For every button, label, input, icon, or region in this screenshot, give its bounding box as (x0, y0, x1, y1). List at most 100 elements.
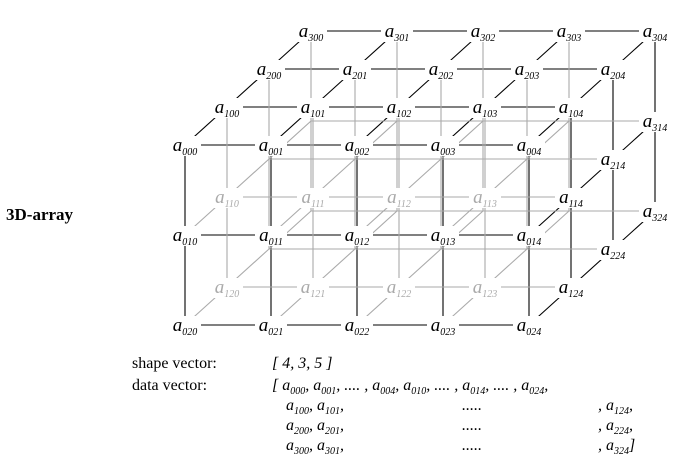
array-ref-a001: a (313, 377, 322, 394)
label-bg (297, 188, 329, 208)
label-bg (383, 278, 415, 298)
data-vector-row-3: , a324] (598, 437, 636, 457)
label-bg (341, 316, 373, 336)
label-bg (555, 278, 587, 298)
array-element-a122: a122 (387, 277, 412, 300)
array-ref-a201: a (317, 417, 325, 434)
array-element-a112: a112 (387, 187, 411, 210)
label-bg (469, 188, 501, 208)
label-bg (513, 136, 545, 156)
label-bg (211, 98, 243, 118)
data-vector-row-1: ..... (462, 397, 482, 414)
label-bg (511, 60, 543, 80)
label-bg (381, 22, 413, 42)
array-element-a010: a010 (173, 225, 198, 248)
array-element-a203: a203 (515, 59, 540, 82)
array-element-a121: a121 (301, 277, 326, 300)
label-bg (169, 316, 201, 336)
array-element-a004: a004 (517, 135, 542, 158)
array-element-a103: a103 (473, 97, 498, 120)
label-bg (597, 240, 629, 260)
label-bg (555, 98, 587, 118)
data-vector-row-0: [ a000, a001, .... , a004, a010, .... , … (272, 377, 549, 397)
array-element-a202: a202 (429, 59, 454, 82)
array-element-a110: a110 (215, 187, 239, 210)
array-ref-a200: a (286, 417, 294, 434)
array-element-a302: a302 (471, 21, 496, 44)
array-ref-a224: a (606, 417, 614, 434)
data-vector-row-1: , a124, (598, 397, 633, 417)
array-ref-a024: a (521, 377, 530, 394)
label-bg (255, 226, 287, 246)
label-bg (427, 136, 459, 156)
array-ref-a100: a (286, 397, 294, 414)
array-ref-a301: a (317, 437, 325, 454)
array-ref-a324: a (606, 437, 614, 454)
array-element-a102: a102 (387, 97, 412, 120)
array-element-a012: a012 (345, 225, 370, 248)
label-bg (597, 150, 629, 170)
label-bg (469, 98, 501, 118)
array-element-a214: a214 (601, 149, 626, 172)
array-element-a303: a303 (557, 21, 582, 44)
label-bg (467, 22, 499, 42)
shape-vector-label: shape vector: (132, 355, 217, 372)
array-element-a224: a224 (601, 239, 626, 262)
label-bg (211, 188, 243, 208)
label-bg (341, 226, 373, 246)
data-vector-row-2: , a224, (598, 417, 633, 437)
label-bg (297, 98, 329, 118)
label-bg (297, 278, 329, 298)
data-vector-row-3: a300, a301, (286, 437, 344, 457)
array-element-a021: a021 (259, 315, 284, 338)
array-ref-a014: a (462, 377, 471, 394)
array-element-a324: a324 (643, 201, 668, 224)
label-bg (597, 60, 629, 80)
label-bg (169, 226, 201, 246)
array-element-a120: a120 (215, 277, 240, 300)
label-bg (383, 98, 415, 118)
array-element-a204: a204 (601, 59, 626, 82)
array-ref-a101: a (317, 397, 325, 414)
array-element-a002: a002 (345, 135, 370, 158)
label-bg (639, 202, 671, 222)
array-element-a111: a111 (301, 187, 324, 210)
array-element-a304: a304 (643, 21, 668, 44)
label-bg (513, 226, 545, 246)
data-vector-row-2: a200, a201, (286, 417, 344, 437)
label-bg (639, 112, 671, 132)
label-bg (339, 60, 371, 80)
array-element-a022: a022 (345, 315, 370, 338)
label-bg (469, 278, 501, 298)
array-element-a013: a013 (431, 225, 456, 248)
array-element-a104: a104 (559, 97, 584, 120)
array-element-a100: a100 (215, 97, 240, 120)
array-element-a113: a113 (473, 187, 497, 210)
array-element-a201: a201 (343, 59, 368, 82)
label-bg (555, 188, 587, 208)
label-bg (425, 60, 457, 80)
array-ref-a000: a (282, 377, 291, 394)
data-vector-row-1: a100, a101, (286, 397, 344, 417)
label-bg (341, 136, 373, 156)
shape-vector-value: [ 4, 3, 5 ] (272, 355, 333, 372)
array-element-a114: a114 (559, 187, 583, 210)
label-bg (169, 136, 201, 156)
label-bg (211, 278, 243, 298)
array-ref-a004: a (372, 377, 381, 394)
side-label: 3D-array (6, 205, 74, 224)
array-ref-a124: a (606, 397, 614, 414)
array-element-a200: a200 (257, 59, 282, 82)
label-bg (295, 22, 327, 42)
label-bg (427, 316, 459, 336)
label-bg (255, 316, 287, 336)
label-bg (553, 22, 585, 42)
label-bg (255, 136, 287, 156)
array-element-a123: a123 (473, 277, 498, 300)
data-vector-row-2: ..... (462, 417, 482, 434)
array-element-a314: a314 (643, 111, 668, 134)
label-bg (253, 60, 285, 80)
array-element-a000: a000 (173, 135, 198, 158)
array-ref-a010: a (403, 377, 412, 394)
